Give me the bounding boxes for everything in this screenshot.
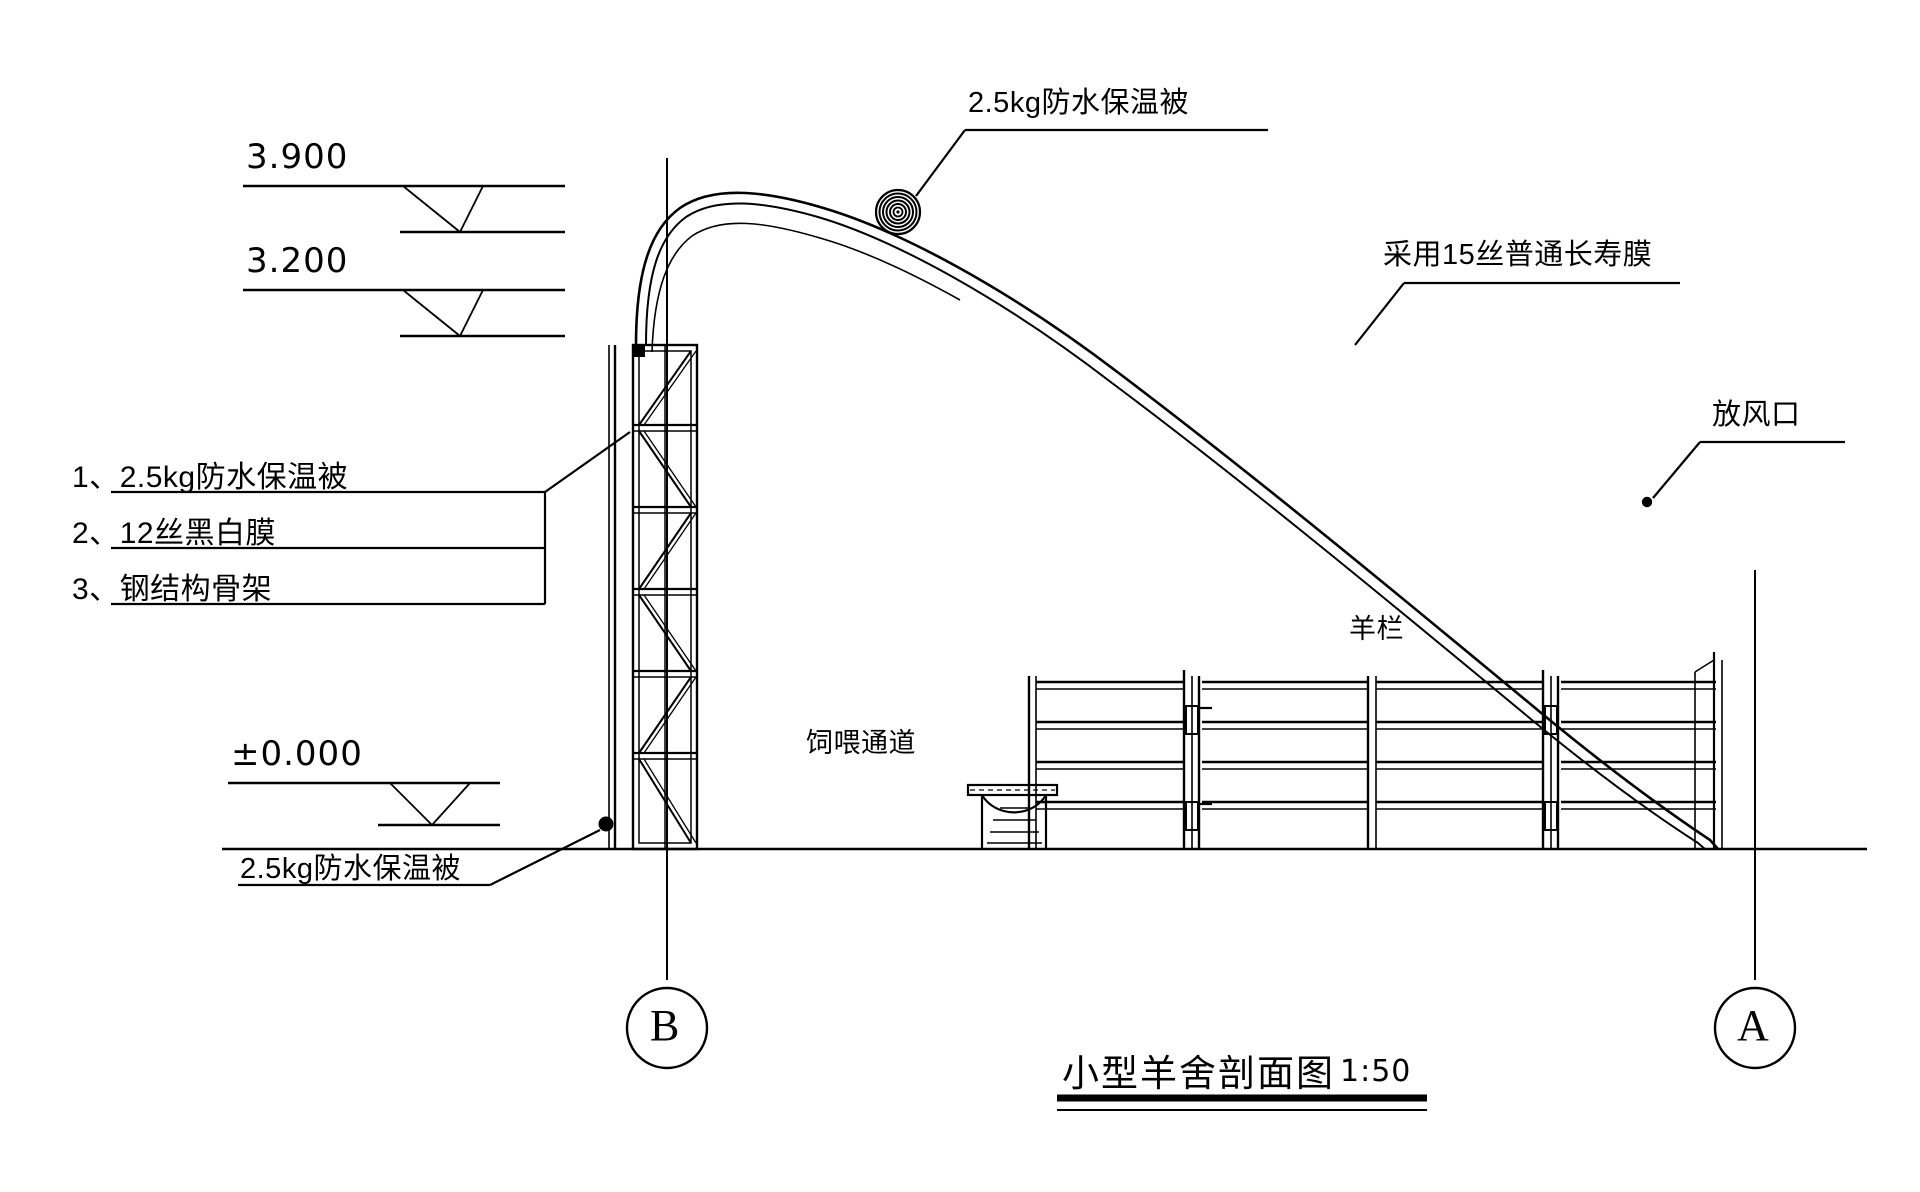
legend-item-3-text: 钢结构骨架 [119, 573, 273, 606]
annotation-vent: 放风口 [1712, 399, 1801, 431]
title-underline-group [1057, 1094, 1427, 1111]
room-label-pen: 羊栏 [1349, 614, 1404, 644]
legend-item-3: 3、钢结构骨架 [72, 564, 272, 608]
fence-panel-2 [1202, 680, 1368, 810]
drawing-title: 小型羊舍剖面图 [1062, 1053, 1335, 1094]
annotation-bottom-blanket: 2.5kg防水保温被 [240, 853, 461, 885]
pen-fence [1027, 670, 1716, 849]
legend-item-3-index: 3、 [72, 573, 120, 606]
annotation-top-blanket: 2.5kg防水保温被 [968, 87, 1189, 119]
level-mark-0000 [228, 781, 500, 827]
legend-leader-lines [111, 431, 631, 606]
level-label-0000: ±0.000 [231, 734, 363, 774]
grid-bubble-a-circle [1713, 986, 1797, 1070]
annotation-film: 采用15丝普通长寿膜 [1383, 239, 1653, 271]
room-label-corridor: 饲喂通道 [806, 728, 916, 758]
feed-trough [966, 783, 1059, 849]
front-column-grid-a [1694, 570, 1756, 980]
legend-item-2: 2、12丝黑白膜 [72, 508, 276, 552]
level-label-3200: 3.200 [246, 241, 349, 281]
fence-panel-1 [1036, 680, 1184, 810]
level-mark-3900 [243, 184, 565, 234]
grid-bubble-b-circle [625, 986, 709, 1070]
legend-item-2-index: 2、 [72, 517, 120, 550]
legend-item-1: 1、2.5kg防水保温被 [72, 452, 348, 496]
film-annotation-leader [1354, 281, 1680, 346]
roof-membrane-outer [634, 191, 1719, 850]
grid-bubble-b-label: B [650, 1001, 680, 1050]
back-wall-truss [608, 158, 699, 980]
legend-item-1-index: 1、 [72, 461, 120, 494]
roof-film-secondary [651, 222, 961, 353]
legend-item-2-text: 12丝黑白膜 [119, 517, 277, 550]
legend-item-1-text: 2.5kg防水保温被 [119, 461, 349, 494]
fence-panel-4 [1561, 680, 1716, 810]
roof-membrane-inner [645, 202, 1706, 850]
vent-opening-marker [1641, 440, 1845, 508]
fence-panel-3 [1376, 680, 1543, 810]
level-label-3900: 3.900 [246, 137, 349, 177]
insulation-blanket-roll-icon [874, 188, 922, 236]
grid-bubble-a-label: A [1737, 1001, 1769, 1050]
drawing-scale: 1:50 [1340, 1054, 1412, 1089]
level-mark-3200 [243, 288, 565, 338]
top-blanket-leader [915, 128, 1268, 197]
